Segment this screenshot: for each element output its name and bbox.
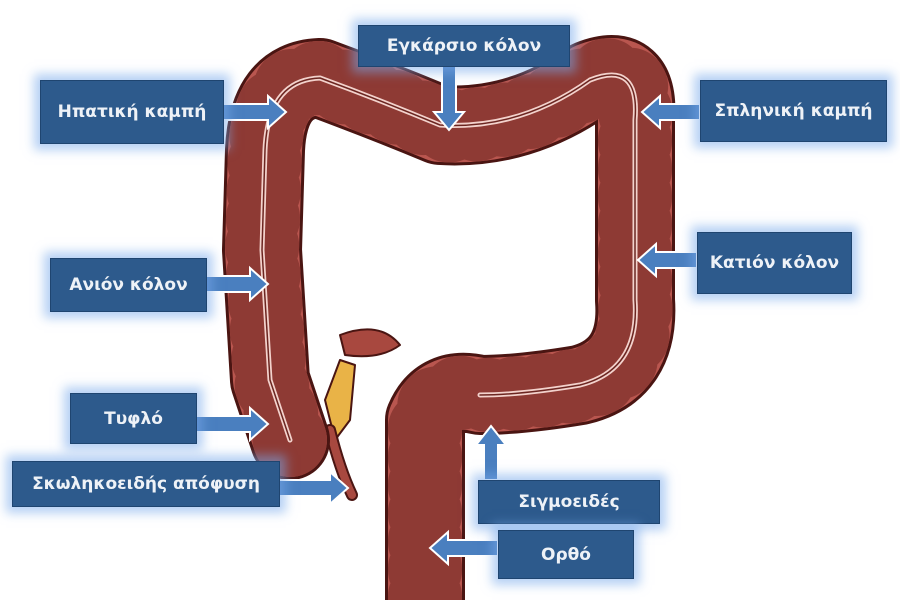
- arrow-ascending-colon: [204, 265, 270, 303]
- arrow-splenic-flexure: [640, 93, 701, 131]
- arrow-appendix: [277, 469, 350, 507]
- label-ascending-colon: Ανιόν κόλον: [50, 258, 207, 312]
- arrow-rectum: [428, 529, 499, 567]
- label-sigmoid: Σιγμοειδές: [478, 480, 660, 524]
- arrow-sigmoid: [473, 424, 509, 481]
- arrow-hepatic-flexure: [221, 93, 288, 131]
- arrow-descending-colon: [636, 241, 698, 279]
- label-splenic-flexure: Σπληνική καμπή: [700, 80, 887, 142]
- arrows: [194, 65, 701, 567]
- arrow-cecum: [194, 405, 270, 443]
- label-descending-colon: Κατιόν κόλον: [697, 232, 852, 294]
- label-transverse-colon: Εγκάρσιο κόλον: [358, 25, 570, 67]
- label-hepatic-flexure: Ηπατική καμπή: [40, 80, 224, 144]
- label-cecum: Τυφλό: [70, 393, 197, 444]
- arrow-transverse-colon: [431, 65, 467, 132]
- label-appendix: Σκωληκοειδής απόφυση: [12, 461, 280, 507]
- label-rectum: Ορθό: [498, 530, 634, 579]
- colon-drawing: [222, 35, 676, 600]
